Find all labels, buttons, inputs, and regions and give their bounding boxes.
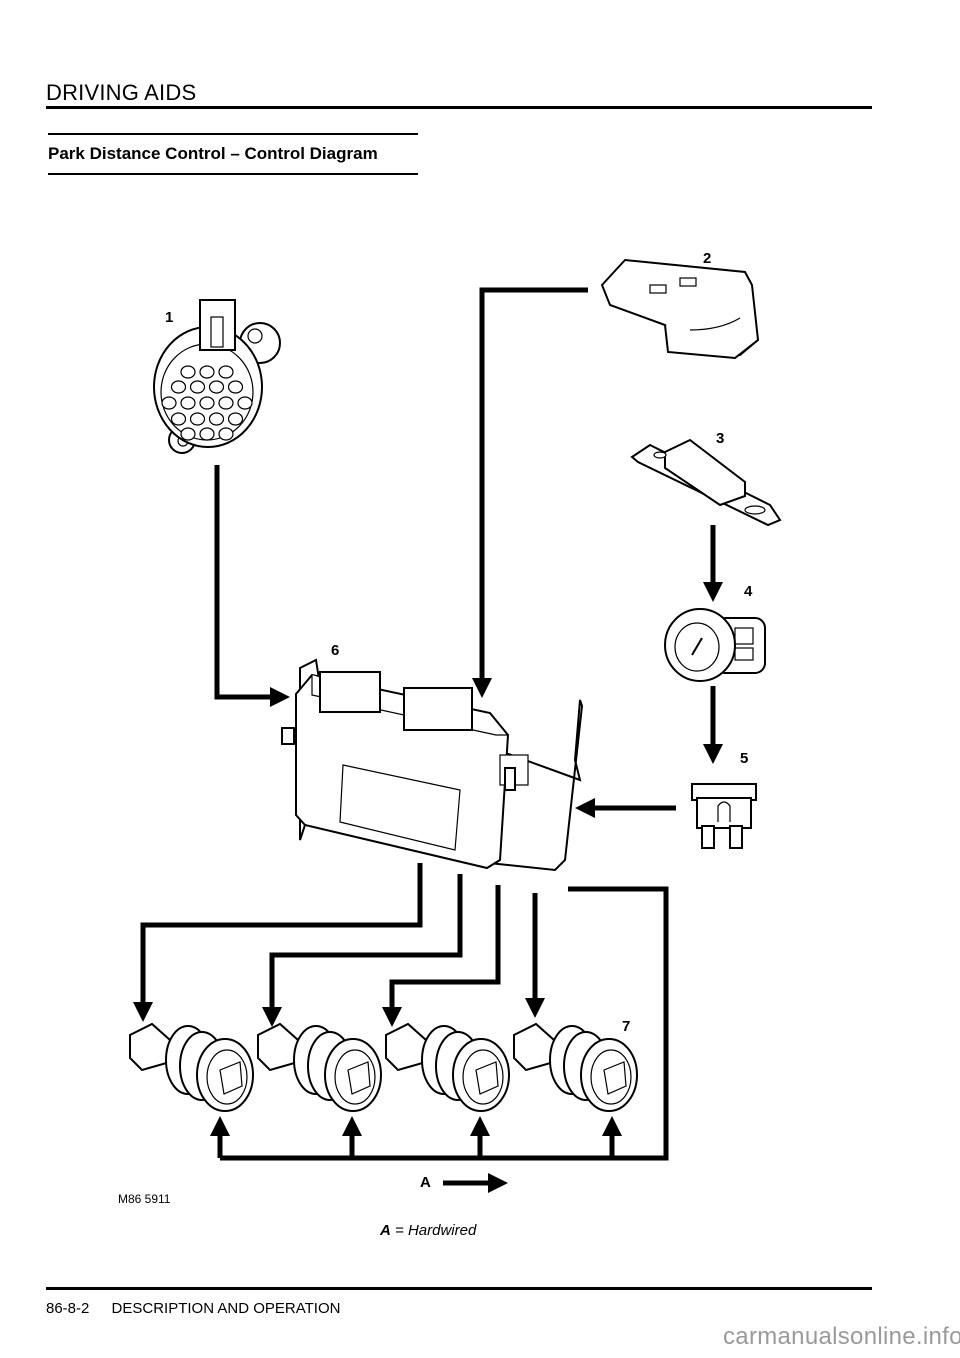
parking-sensor <box>257 1022 382 1112</box>
connector-pin <box>170 412 187 426</box>
parking-sensor <box>513 1022 638 1112</box>
connector-pin <box>199 427 215 441</box>
connector-pin <box>189 380 206 394</box>
wire-switch-to-ecu <box>472 287 588 698</box>
footer-section: DESCRIPTION AND OPERATION <box>111 1300 341 1317</box>
callout-5: 5 <box>740 750 749 767</box>
sounder-component <box>630 438 782 527</box>
page-number: 86-8-2 <box>46 1300 90 1317</box>
connector-pin <box>180 427 196 441</box>
connector-pin <box>218 396 234 410</box>
connector-pin <box>170 380 187 394</box>
parking-sensor <box>385 1022 510 1112</box>
watermark[interactable]: carmanualsonline.info <box>723 1323 960 1350</box>
heading-rule-top <box>48 133 418 135</box>
connector-pin <box>237 396 253 410</box>
heading-rule-bottom <box>48 173 418 175</box>
callout-3: 3 <box>716 430 725 447</box>
footer-rule <box>46 1287 872 1290</box>
legend-text: = Hardwired <box>395 1222 477 1239</box>
connector-pin <box>199 365 215 379</box>
connector-pin <box>208 412 225 426</box>
wire-connector-to-ecu <box>214 465 290 707</box>
switch-component <box>600 258 760 360</box>
callout-7: 7 <box>622 1018 631 1035</box>
wire-ecu-to-sensor-1 <box>133 863 423 1022</box>
wiring <box>133 287 723 1193</box>
legend: A = Hardwired <box>380 1222 476 1239</box>
callout-6: 6 <box>331 642 340 659</box>
wire-sensor-bus <box>220 886 669 1161</box>
section-title: DRIVING AIDS <box>46 80 197 105</box>
wire-ecu-to-sensor-3 <box>382 885 501 1027</box>
legend-key: A <box>380 1222 391 1239</box>
sensor-group <box>129 1022 638 1112</box>
ecu-component <box>281 658 584 872</box>
connector-component <box>153 299 281 454</box>
fuse-component <box>691 783 757 849</box>
connector-pin <box>161 396 177 410</box>
connector-pin <box>208 380 225 394</box>
figure-reference: M86 5911 <box>118 1192 171 1206</box>
ignition-switch-component <box>664 608 766 682</box>
header-rule <box>46 106 872 109</box>
connector-pin <box>199 396 215 410</box>
wire-ecu-to-sensor-2 <box>262 874 463 1027</box>
connector-pin <box>180 396 196 410</box>
connector-pin <box>218 427 234 441</box>
callout-2: 2 <box>703 250 712 267</box>
connector-pin <box>227 412 244 426</box>
connector-pin <box>180 365 196 379</box>
callout-1: 1 <box>165 309 174 326</box>
page-heading: Park Distance Control – Control Diagram <box>48 144 378 163</box>
callout-4: 4 <box>744 583 753 600</box>
connector-pin <box>189 412 206 426</box>
parking-sensor <box>129 1022 254 1112</box>
connector-pin <box>218 365 234 379</box>
connector-pin <box>227 380 244 394</box>
footer: 86-8-2 DESCRIPTION AND OPERATION <box>46 1300 340 1317</box>
callout-a: A <box>420 1174 431 1191</box>
